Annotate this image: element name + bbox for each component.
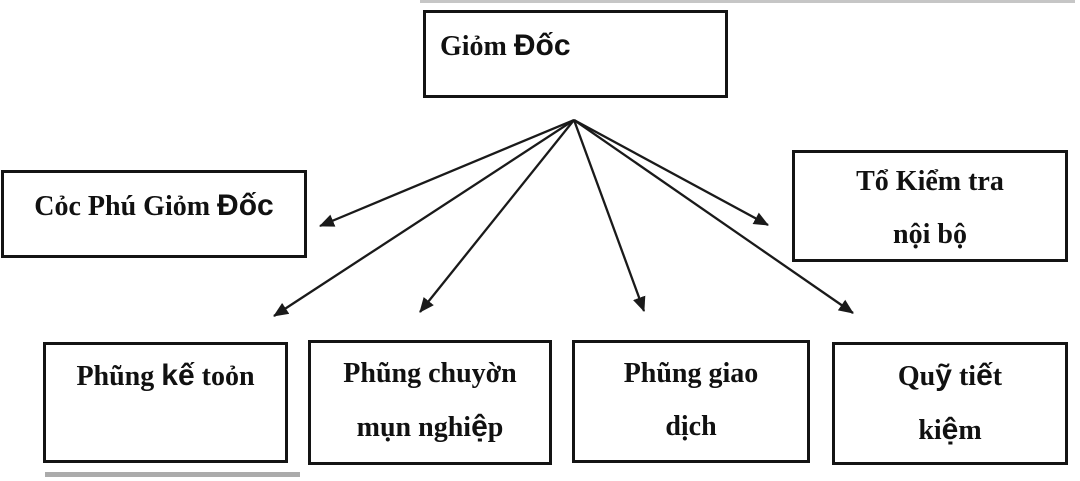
label-text: ỹ — [935, 359, 952, 392]
label-text: p — [487, 412, 504, 443]
scan-artifact-top — [420, 0, 1075, 3]
label-text: mụn nghi — [356, 412, 472, 443]
label-text: ệ — [941, 413, 959, 446]
node-quy-tiet-kiem: Quỹ tiết kiệm — [832, 342, 1068, 465]
node-cac-pho-giam-doc-label: Cỏc Phú Giỏm Đốc — [4, 179, 304, 233]
arrow-giam-doc-to-to-kiem-tra-noi-bo — [573, 118, 769, 227]
node-to-kiem-tra-noi-bo-line-1: Tổ Kiểm tra — [795, 155, 1065, 208]
node-giam-doc: Giỏm Đốc — [423, 10, 728, 98]
label-text: Qu — [897, 361, 936, 392]
label-text: t — [992, 361, 1003, 392]
node-phong-ke-toan: Phũng kế toỏn — [43, 342, 288, 463]
label-text: ệ — [471, 410, 488, 443]
label-text: Cỏc Phú Giỏm — [34, 191, 218, 222]
node-giam-doc-label: Giỏm Đốc — [440, 19, 725, 73]
node-quy-tiet-kiem-line-1: Quỹ tiết — [835, 349, 1065, 403]
arrow-giam-doc-to-phong-chuyen-mon-nghiep — [419, 119, 575, 313]
arrow-giam-doc-to-cac-pho-giam-doc — [319, 118, 575, 228]
node-phong-chuyen-mon-nghiep: Phũng chuyờn mụn nghiệp — [308, 340, 552, 465]
node-phong-giao-dich: Phũng giao dịch — [572, 340, 810, 463]
label-text: Tổ Kiểm tra — [856, 166, 1004, 197]
node-phong-ke-toan-label: Phũng kế toỏn — [46, 349, 285, 403]
label-text: nội bộ — [893, 219, 967, 250]
label-text: Giỏm — [440, 31, 514, 62]
label-text: dịch — [665, 411, 717, 442]
node-to-kiem-tra-noi-bo-line-2: nội bộ — [795, 208, 1065, 261]
label-text: Đốc — [513, 29, 571, 62]
label-text: toỏn — [194, 361, 255, 392]
label-text: Phũng giao — [623, 358, 759, 389]
label-text: kế — [161, 359, 195, 392]
label-text: Phũng — [76, 361, 162, 392]
node-to-kiem-tra-noi-bo: Tổ Kiểm tra nội bộ — [792, 150, 1068, 262]
node-quy-tiet-kiem-line-2: kiệm — [835, 403, 1065, 457]
label-text: ki — [918, 415, 942, 446]
label-text: ti — [951, 361, 977, 392]
label-text: ế — [976, 359, 993, 392]
node-phong-giao-dich-line-2: dịch — [575, 400, 807, 453]
arrow-giam-doc-to-phong-ke-toan — [273, 119, 575, 317]
label-text: Đốc — [217, 189, 274, 222]
node-phong-chuyen-mon-nghiep-line-2: mụn nghiệp — [311, 400, 549, 454]
scan-artifact-bottom — [45, 472, 300, 477]
label-text: Phũng chuyờn — [343, 358, 517, 389]
node-cac-pho-giam-doc: Cỏc Phú Giỏm Đốc — [1, 170, 307, 258]
node-phong-chuyen-mon-nghiep-line-1: Phũng chuyờn — [311, 347, 549, 400]
arrow-giam-doc-to-phong-giao-dich — [572, 119, 646, 312]
node-phong-giao-dich-line-1: Phũng giao — [575, 347, 807, 400]
label-text: m — [958, 415, 982, 446]
